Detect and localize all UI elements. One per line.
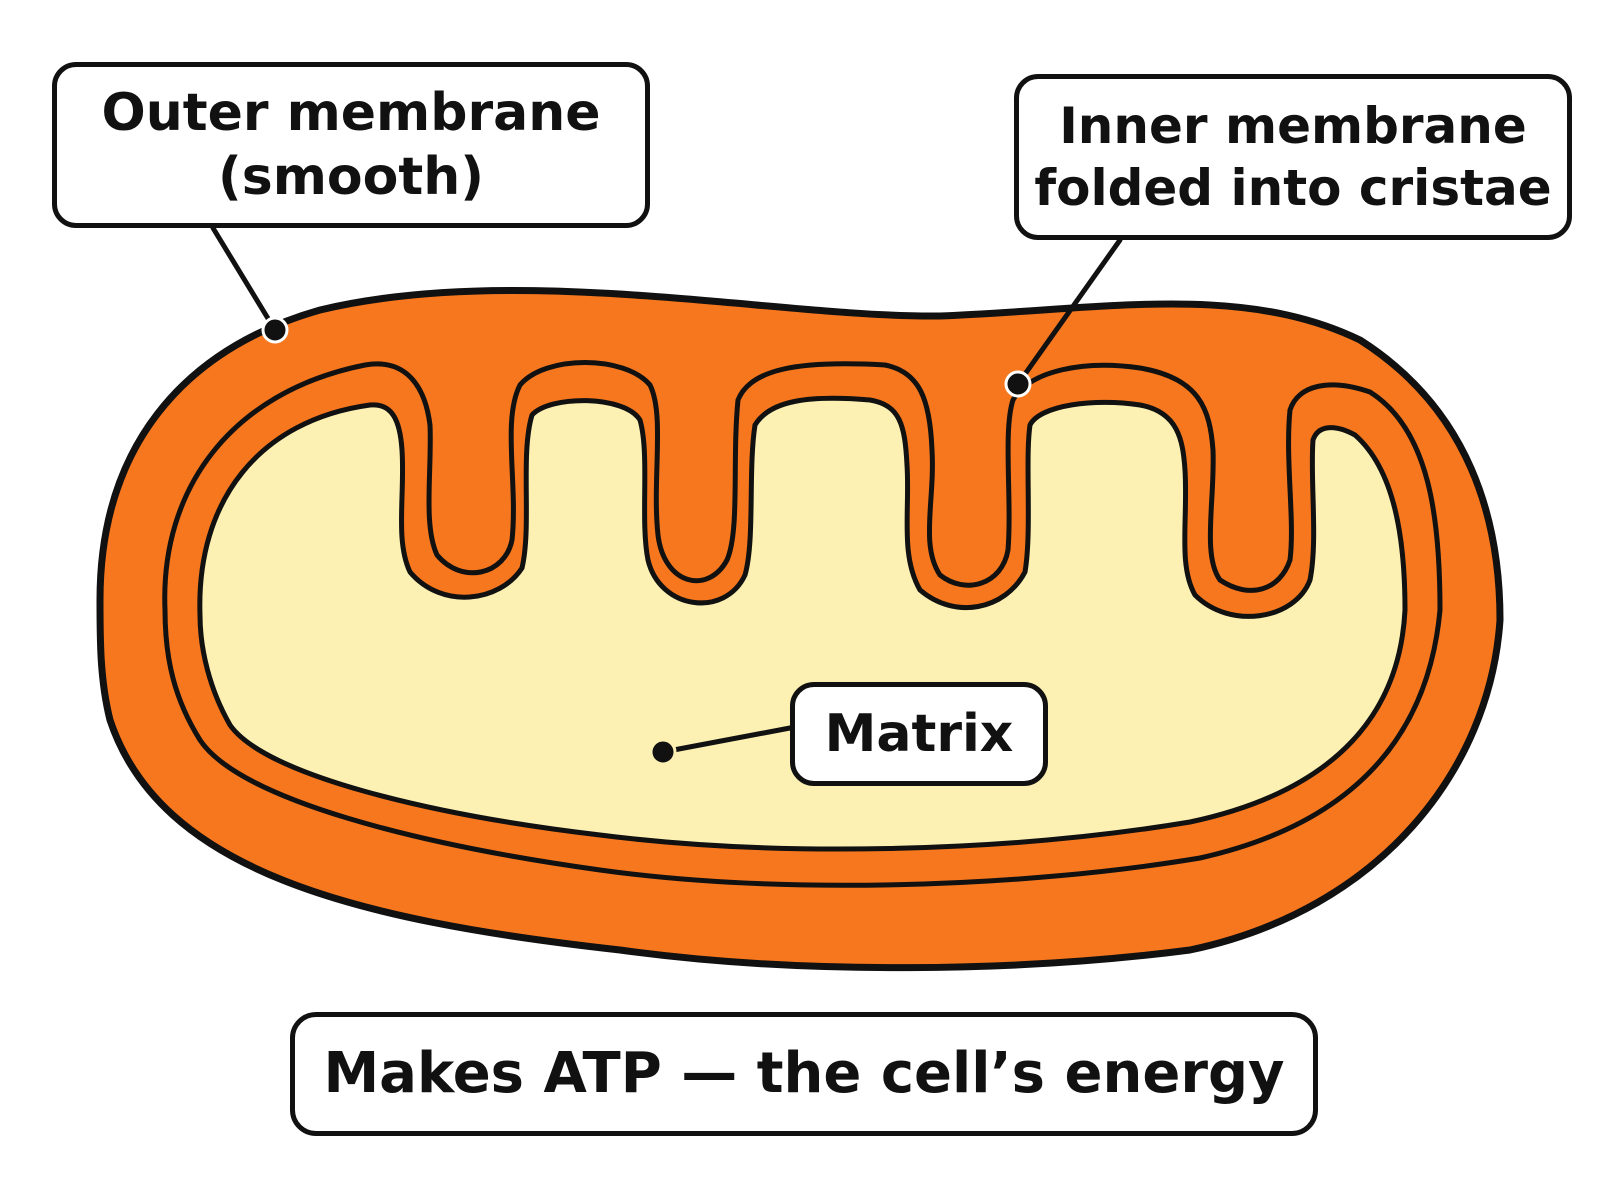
caption-text: Makes ATP — the cell’s energy [323,1041,1285,1106]
matrix-pointer-dot [649,738,677,766]
inner-membrane-label-line1: Inner membrane [1059,97,1527,155]
caption-box: Makes ATP — the cell’s energy [290,1012,1318,1136]
matrix-label-text: Matrix [824,704,1014,764]
inner-membrane-pointer-dot [1004,370,1032,398]
outer-membrane-label-line2: (smooth) [218,147,484,207]
matrix-label: Matrix [790,682,1048,786]
inner-membrane-label-line2: folded into cristae [1034,159,1552,217]
inner-membrane-leader [1004,237,1123,398]
matrix-leader [649,725,793,766]
outer-membrane-label: Outer membrane (smooth) [52,62,650,228]
outer-membrane-leader [210,225,289,344]
outer-membrane-pointer-dot [261,316,289,344]
outer-membrane-label-line1: Outer membrane [101,83,601,143]
inner-membrane-label: Inner membrane folded into cristae [1014,74,1572,240]
